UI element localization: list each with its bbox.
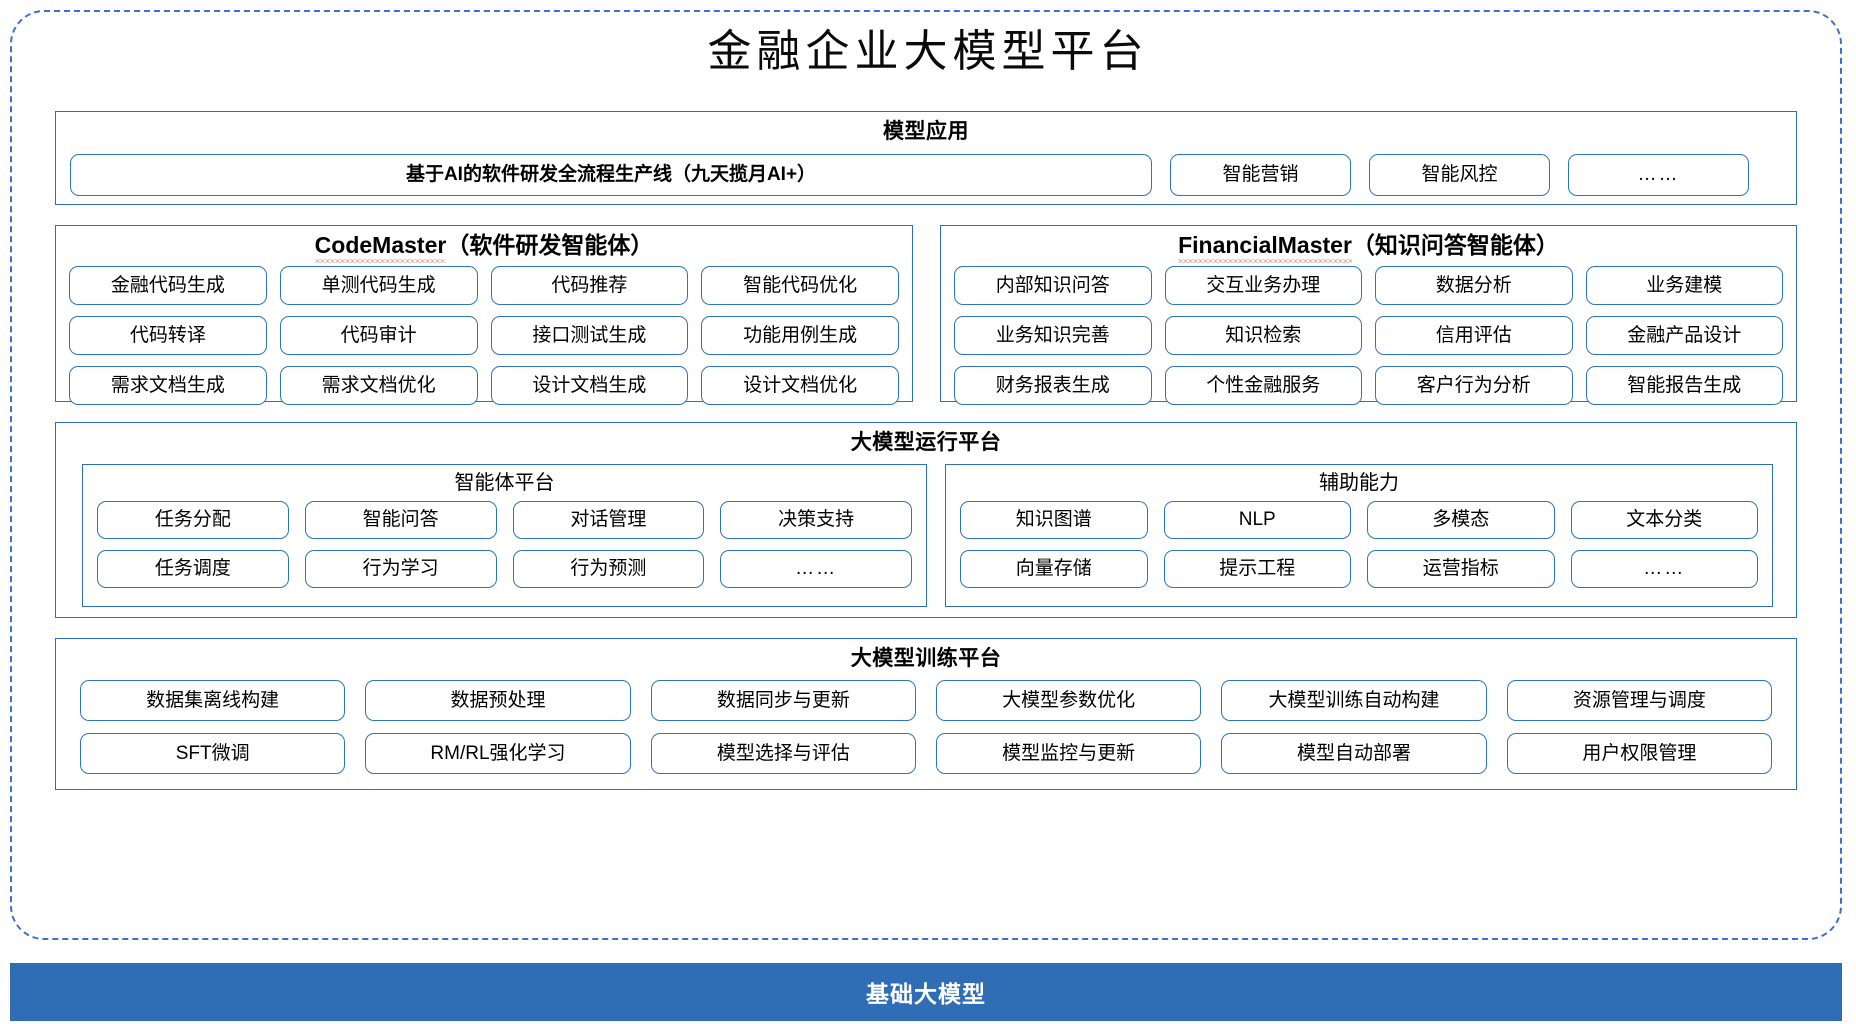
training-chip[interactable]: 数据预处理	[365, 680, 631, 721]
auxiliary-chip[interactable]: NLP	[1163, 501, 1351, 539]
app-chip-more[interactable]: ……	[1568, 154, 1749, 196]
section-title-model-application: 模型应用	[883, 120, 969, 143]
training-chip[interactable]: 大模型参数优化	[936, 680, 1202, 721]
capability-chip[interactable]: 智能报告生成	[1585, 366, 1783, 405]
capability-chip[interactable]: 财务报表生成	[954, 366, 1152, 405]
runtime-chip[interactable]: 智能问答	[304, 501, 497, 539]
subsection-title-agent-platform: 智能体平台	[454, 472, 555, 494]
capability-chip[interactable]: 业务知识完善	[954, 316, 1152, 355]
section-financialmaster-agent: FinancialMaster（知识问答智能体） 内部知识问答 交互业务办理 数…	[940, 225, 1797, 405]
auxiliary-chip[interactable]: 运营指标	[1367, 550, 1555, 588]
training-chip[interactable]: 大模型训练自动构建	[1221, 680, 1487, 721]
section-model-training-platform: 大模型训练平台 数据集离线构建 数据预处理 数据同步与更新 大模型参数优化 大模…	[55, 638, 1797, 790]
codemaster-name-latin: CodeMaster	[314, 232, 447, 263]
capability-chip[interactable]: 金融产品设计	[1585, 316, 1783, 355]
financialmaster-name-latin: FinancialMaster	[1178, 232, 1352, 263]
foundation-model-label: 基础大模型	[866, 981, 986, 1007]
section-codemaster-agent: CodeMaster（软件研发智能体） 金融代码生成 单测代码生成 代码推荐 智…	[55, 225, 913, 405]
capability-chip[interactable]: 个性金融服务	[1164, 366, 1362, 405]
section-model-application: 模型应用 基于AI的软件研发全流程生产线（九天揽月AI+） 智能营销 智能风控 …	[55, 111, 1797, 205]
app-chip-smart-risk-control[interactable]: 智能风控	[1369, 154, 1550, 196]
capability-chip[interactable]: 客户行为分析	[1375, 366, 1573, 405]
section-foundation-model: 基础大模型	[10, 963, 1842, 1021]
runtime-chip[interactable]: 对话管理	[512, 501, 705, 539]
codemaster-name-cn: （软件研发智能体）	[446, 232, 654, 258]
runtime-chip[interactable]: 决策支持	[720, 501, 912, 539]
section-title-training-platform: 大模型训练平台	[850, 647, 1002, 670]
capability-chip[interactable]: 需求文档优化	[279, 366, 478, 405]
training-chip[interactable]: 用户权限管理	[1506, 733, 1772, 774]
auxiliary-chip[interactable]: 向量存储	[960, 550, 1148, 588]
app-chip-ai-pipeline[interactable]: 基于AI的软件研发全流程生产线（九天揽月AI+）	[70, 154, 1152, 196]
page-title: 金融企业大模型平台	[707, 26, 1149, 77]
capability-chip[interactable]: 信用评估	[1375, 316, 1573, 355]
capability-chip[interactable]: 智能代码优化	[701, 266, 899, 305]
model-application-row: 基于AI的软件研发全流程生产线（九天揽月AI+） 智能营销 智能风控 ……	[70, 154, 1782, 196]
capability-chip[interactable]: 代码推荐	[490, 266, 689, 305]
capability-chip[interactable]: 功能用例生成	[701, 316, 899, 355]
capability-chip[interactable]: 数据分析	[1375, 266, 1573, 305]
auxiliary-capability-grid: 知识图谱 NLP 多模态 文本分类 向量存储 提示工程 运营指标 ……	[960, 501, 1758, 588]
runtime-chip-more[interactable]: ……	[720, 550, 912, 588]
training-chip[interactable]: RM/RL强化学习	[365, 733, 631, 774]
capability-chip[interactable]: 需求文档生成	[69, 366, 267, 405]
capability-chip[interactable]: 设计文档生成	[490, 366, 689, 405]
capability-chip[interactable]: 金融代码生成	[69, 266, 267, 305]
subsection-title-auxiliary-capability: 辅助能力	[1319, 472, 1399, 494]
runtime-chip[interactable]: 任务调度	[97, 550, 289, 588]
training-chip[interactable]: 模型自动部署	[1221, 733, 1487, 774]
runtime-chip[interactable]: 任务分配	[97, 501, 289, 539]
training-chip[interactable]: 数据集离线构建	[80, 680, 346, 721]
agent-platform-grid: 任务分配 智能问答 对话管理 决策支持 任务调度 行为学习 行为预测 ……	[97, 501, 912, 588]
subsection-auxiliary-capability: 辅助能力 知识图谱 NLP 多模态 文本分类 向量存储 提示工程 运营指标 ……	[945, 464, 1773, 607]
capability-chip[interactable]: 设计文档优化	[701, 366, 899, 405]
training-chip[interactable]: 数据同步与更新	[650, 680, 916, 721]
financialmaster-capability-grid: 内部知识问答 交互业务办理 数据分析 业务建模 业务知识完善 知识检索 信用评估…	[954, 266, 1783, 405]
runtime-chip[interactable]: 行为学习	[304, 550, 497, 588]
subsection-agent-platform: 智能体平台 任务分配 智能问答 对话管理 决策支持 任务调度 行为学习 行为预测…	[82, 464, 927, 607]
capability-chip[interactable]: 代码转译	[69, 316, 267, 355]
auxiliary-chip-more[interactable]: ……	[1570, 550, 1758, 588]
section-title-financialmaster: FinancialMaster（知识问答智能体）	[941, 230, 1796, 263]
capability-chip[interactable]: 交互业务办理	[1164, 266, 1362, 305]
financialmaster-name-cn: （知识问答智能体）	[1351, 232, 1559, 258]
section-title-runtime-platform: 大模型运行平台	[850, 431, 1002, 454]
capability-chip[interactable]: 知识检索	[1164, 316, 1362, 355]
training-chip[interactable]: 模型选择与评估	[650, 733, 916, 774]
training-chip[interactable]: 模型监控与更新	[936, 733, 1202, 774]
auxiliary-chip[interactable]: 文本分类	[1570, 501, 1758, 539]
capability-chip[interactable]: 接口测试生成	[490, 316, 689, 355]
training-capability-grid: 数据集离线构建 数据预处理 数据同步与更新 大模型参数优化 大模型训练自动构建 …	[80, 680, 1772, 774]
capability-chip[interactable]: 单测代码生成	[279, 266, 478, 305]
auxiliary-chip[interactable]: 多模态	[1367, 501, 1555, 539]
codemaster-capability-grid: 金融代码生成 单测代码生成 代码推荐 智能代码优化 代码转译 代码审计 接口测试…	[69, 266, 899, 405]
auxiliary-chip[interactable]: 知识图谱	[960, 501, 1148, 539]
training-chip[interactable]: SFT微调	[80, 733, 346, 774]
capability-chip[interactable]: 内部知识问答	[954, 266, 1152, 305]
section-model-runtime-platform: 大模型运行平台 智能体平台 任务分配 智能问答 对话管理 决策支持 任务调度 行…	[55, 422, 1797, 618]
capability-chip[interactable]: 业务建模	[1585, 266, 1783, 305]
section-title-codemaster: CodeMaster（软件研发智能体）	[56, 230, 912, 263]
runtime-chip[interactable]: 行为预测	[512, 550, 705, 588]
auxiliary-chip[interactable]: 提示工程	[1163, 550, 1351, 588]
training-chip[interactable]: 资源管理与调度	[1506, 680, 1772, 721]
capability-chip[interactable]: 代码审计	[279, 316, 478, 355]
app-chip-smart-marketing[interactable]: 智能营销	[1170, 154, 1351, 196]
